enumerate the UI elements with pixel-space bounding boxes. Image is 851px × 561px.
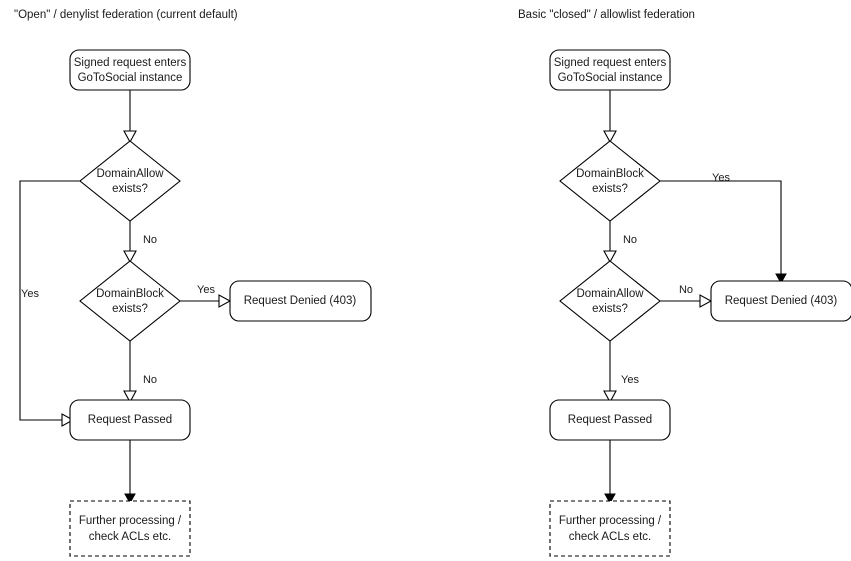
column-closed-federation: Basic "closed" / allowlist federation Si… [518,9,851,557]
further-processing-label-line2: check ACLs etc. [89,531,171,543]
edge-domainallow-yes-open: Yes [19,180,80,427]
edge-domainallow-no-closed: No [660,284,713,308]
column-open-federation: "Open" / denylist federation (current de… [14,9,372,557]
node-decision-domainblock-open[interactable]: DomainBlock exists? [79,260,181,342]
edge-domainallow-no-open: No [123,221,157,264]
domainallow-diamond-shape [79,140,181,222]
domainblock-label-line2: exists? [112,303,148,315]
entry-label-line2: GoToSocial instance [558,72,663,84]
edge-label-domainallow-yes: Yes [621,374,639,386]
domainallow-label-line1: DomainAllow [576,288,644,300]
domainblock-diamond-shape [559,140,661,222]
edge-entry-to-domainallow [123,90,137,144]
domainallow-label-line2: exists? [592,303,628,315]
domainblock-label-line1: DomainBlock [576,168,644,180]
edge-domainblock-yes-closed: Yes [660,172,787,285]
node-entry-closed[interactable]: Signed request enters GoToSocial instanc… [549,49,671,91]
node-further-processing-closed[interactable]: Further processing / check ACLs etc. [549,500,671,557]
node-entry-open[interactable]: Signed request enters GoToSocial instanc… [69,49,191,91]
domainallow-diamond-shape [559,260,661,342]
edge-label-domainallow-yes: Yes [21,288,39,300]
entry-label-line1: Signed request enters [554,57,667,69]
edge-domainblock-yes-open: Yes [180,284,232,308]
node-request-denied-closed[interactable]: Request Denied (403) [710,280,851,322]
domainallow-label-line1: DomainAllow [96,168,164,180]
domainblock-diamond-shape [79,260,181,342]
entry-label-line1: Signed request enters [74,57,187,69]
edge-domainblock-no-open: No [123,341,157,404]
node-decision-domainallow-closed[interactable]: DomainAllow exists? [559,260,661,342]
edge-label-domainallow-no: No [679,284,693,296]
request-denied-box-shape [710,280,851,322]
column-title-closed: Basic "closed" / allowlist federation [518,9,695,21]
node-request-passed-closed[interactable]: Request Passed [549,399,671,441]
node-request-denied-open[interactable]: Request Denied (403) [229,280,372,322]
further-processing-box-shape [549,500,671,557]
request-passed-label: Request Passed [568,414,652,426]
request-denied-box-shape [229,280,372,322]
edge-label-domainblock-yes: Yes [712,172,730,184]
entry-label-line2: GoToSocial instance [78,72,183,84]
node-decision-domainallow-open[interactable]: DomainAllow exists? [79,140,181,222]
edge-passed-to-further-open [124,440,136,505]
further-processing-box-shape [69,500,191,557]
domainallow-label-line2: exists? [112,183,148,195]
edge-label-domainblock-no: No [623,234,637,246]
node-further-processing-open[interactable]: Further processing / check ACLs etc. [69,500,191,557]
request-denied-label: Request Denied (403) [244,295,357,307]
edge-label-domainallow-no: No [143,234,157,246]
node-request-passed-open[interactable]: Request Passed [69,399,191,441]
edge-label-domainblock-no: No [143,374,157,386]
further-processing-label-line2: check ACLs etc. [569,531,651,543]
edge-passed-to-further-closed [604,440,616,505]
request-denied-label: Request Denied (403) [725,295,838,307]
edge-entry-to-domainblock-closed [603,90,617,144]
domainblock-label-line2: exists? [592,183,628,195]
node-decision-domainblock-closed[interactable]: DomainBlock exists? [559,140,661,222]
further-processing-label-line1: Further processing / [79,515,182,527]
request-passed-label: Request Passed [88,414,172,426]
edge-domainallow-yes-closed: Yes [603,341,639,404]
edge-label-domainblock-yes: Yes [197,284,215,296]
edge-domainblock-no-closed: No [603,221,637,264]
column-title-open: "Open" / denylist federation (current de… [14,9,238,21]
domainblock-label-line1: DomainBlock [96,288,164,300]
further-processing-label-line1: Further processing / [559,515,662,527]
